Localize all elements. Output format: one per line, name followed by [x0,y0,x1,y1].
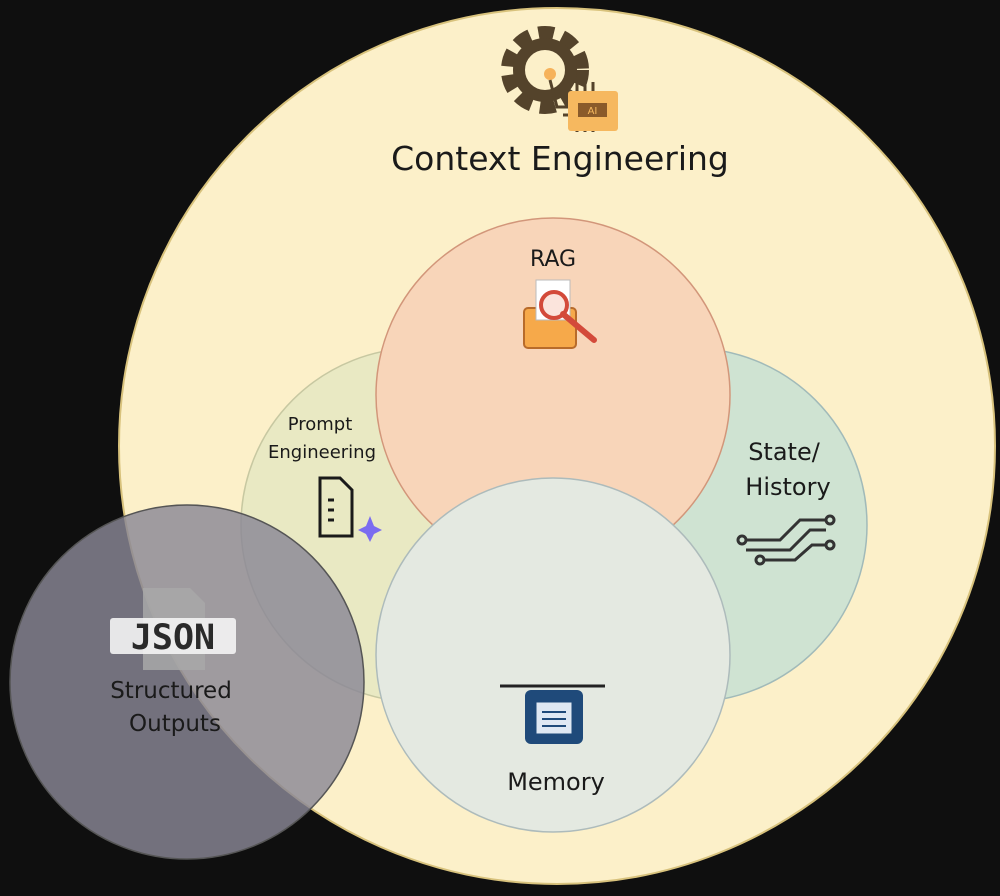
json-file-icon: JSON [110,588,236,670]
prompt-engineering-label-line2: Engineering [268,442,376,463]
circuit-icon [736,514,836,566]
json-badge: JSON [131,618,215,658]
rag-label: RAG [530,247,576,272]
chip-label: AI [588,106,598,117]
prompt-document-sparkle-icon [318,476,382,542]
state-history-label-line1: State/ [748,438,821,466]
document-search-icon [523,279,597,349]
memory-card-icon [500,684,605,744]
structured-outputs-label-line2: Outputs [129,711,221,737]
state-history-label-line2: History [745,473,830,501]
memory-label: Memory [507,768,605,796]
structured-outputs-label-line1: Structured [110,678,232,704]
prompt-engineering-label-line1: Prompt [288,414,353,435]
gear-chip-icon: AI [501,26,618,132]
diagram-title: Context Engineering [391,139,729,178]
circle-structured-outputs [9,504,365,860]
circle-memory [375,477,731,833]
